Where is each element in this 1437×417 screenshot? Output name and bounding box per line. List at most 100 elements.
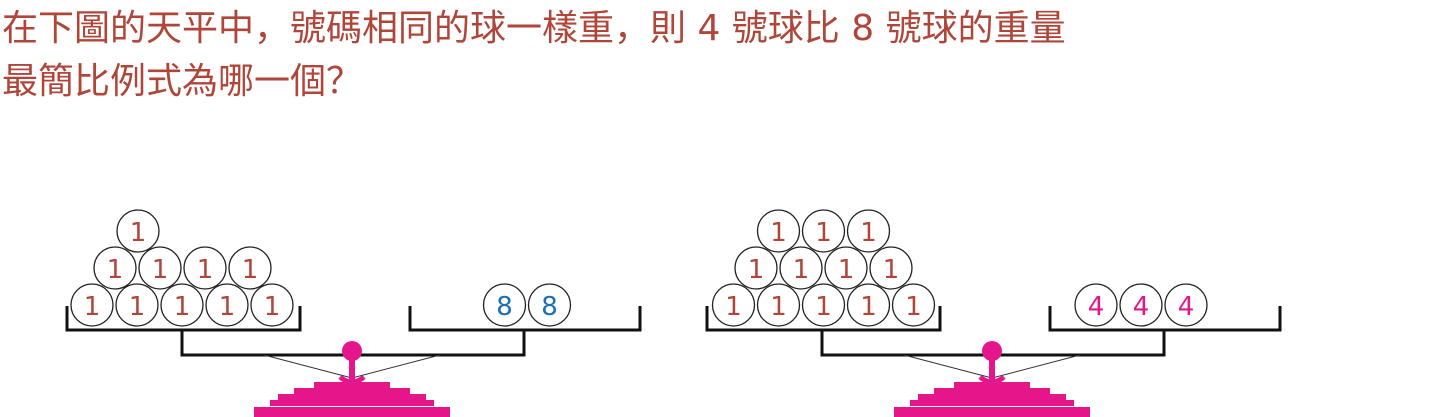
question-line-1: 在下圖的天平中，號碼相同的球一樣重，則 4 號球比 8 號球的重量 bbox=[2, 8, 1066, 49]
ball-circle bbox=[482, 283, 527, 327]
ball-1: 1 bbox=[205, 283, 249, 327]
ball-number: 1 bbox=[152, 255, 169, 285]
pivot-knob bbox=[982, 341, 1002, 361]
ball-circle bbox=[711, 283, 756, 327]
support-string-right bbox=[991, 354, 1081, 379]
ball-1: 1 bbox=[138, 246, 182, 290]
ball-number: 1 bbox=[197, 255, 214, 285]
ball-number: 8 bbox=[496, 292, 513, 322]
ball-1: 1 bbox=[115, 283, 159, 327]
base-step bbox=[894, 407, 1090, 417]
question-line-2: 最簡比例式為哪一個？ bbox=[2, 61, 363, 102]
ball-circle bbox=[779, 246, 823, 290]
ball-number: 1 bbox=[793, 255, 810, 285]
ball-circle bbox=[250, 283, 294, 327]
pivot-pole bbox=[989, 355, 995, 385]
base-step bbox=[910, 400, 1074, 406]
ball-number: 1 bbox=[219, 292, 236, 322]
base-step bbox=[314, 382, 390, 388]
ball-circle bbox=[1074, 283, 1118, 327]
ball-circle bbox=[891, 283, 936, 327]
ball-1: 1 bbox=[93, 246, 137, 290]
ball-4: 4 bbox=[1074, 283, 1118, 327]
ball-1: 1 bbox=[891, 283, 936, 327]
ball-circle bbox=[527, 283, 572, 327]
ball-1: 1 bbox=[734, 246, 778, 290]
ball-circle bbox=[228, 246, 272, 290]
ball-number: 1 bbox=[815, 218, 832, 248]
ball-number: 1 bbox=[725, 292, 742, 322]
question-text: 在下圖的天平中，號碼相同的球一樣重，則 4 號球比 8 號球的重量 最簡比例式為… bbox=[2, 2, 1435, 108]
ball-number: 1 bbox=[860, 292, 877, 322]
pivot-knob bbox=[342, 341, 362, 361]
base-step bbox=[934, 388, 1050, 394]
support-string-right bbox=[351, 354, 441, 379]
ball-number: 1 bbox=[84, 292, 101, 322]
ball-1: 1 bbox=[183, 246, 227, 290]
ball-number: 4 bbox=[1088, 292, 1105, 322]
ball-number: 1 bbox=[748, 255, 765, 285]
support-string-left bbox=[903, 354, 993, 379]
ball-circle bbox=[756, 283, 801, 327]
ball-circle bbox=[115, 283, 159, 327]
ball-number: 1 bbox=[174, 292, 191, 322]
ball-circle bbox=[824, 246, 868, 290]
ball-circle bbox=[734, 246, 778, 290]
ball-number: 1 bbox=[130, 218, 147, 248]
ball-circle bbox=[116, 209, 160, 253]
ball-number: 1 bbox=[770, 292, 787, 322]
ball-circle bbox=[846, 283, 891, 327]
base-step bbox=[278, 394, 426, 400]
ball-1: 1 bbox=[70, 283, 114, 327]
ball-1: 1 bbox=[846, 283, 891, 327]
ball-1: 1 bbox=[869, 246, 913, 290]
ball-number: 1 bbox=[770, 218, 787, 248]
ball-circle bbox=[1164, 283, 1208, 327]
ball-4: 4 bbox=[1119, 283, 1163, 327]
ball-circle bbox=[1119, 283, 1163, 327]
ball-number: 1 bbox=[107, 255, 124, 285]
ball-number: 1 bbox=[242, 255, 259, 285]
ball-number: 1 bbox=[860, 218, 877, 248]
ball-circle bbox=[869, 246, 913, 290]
ball-number: 8 bbox=[541, 292, 558, 322]
ball-circle bbox=[70, 283, 114, 327]
ball-1: 1 bbox=[801, 209, 846, 253]
base-step bbox=[270, 400, 434, 406]
ball-8: 8 bbox=[482, 283, 527, 327]
ball-number: 1 bbox=[883, 255, 900, 285]
ball-1: 1 bbox=[116, 209, 160, 253]
ball-1: 1 bbox=[801, 283, 846, 327]
ball-number: 4 bbox=[1133, 292, 1150, 322]
support-string-left bbox=[263, 354, 353, 379]
ball-number: 1 bbox=[129, 292, 146, 322]
ball-number: 1 bbox=[838, 255, 855, 285]
ball-circle bbox=[93, 246, 137, 290]
ball-number: 1 bbox=[815, 292, 832, 322]
ball-number: 1 bbox=[905, 292, 922, 322]
ball-1: 1 bbox=[711, 283, 756, 327]
pivot-pole bbox=[349, 355, 355, 385]
ball-number: 4 bbox=[1178, 292, 1195, 322]
base-step bbox=[254, 407, 450, 417]
ball-number: 1 bbox=[264, 292, 281, 322]
ball-1: 1 bbox=[756, 209, 801, 253]
base-step bbox=[954, 382, 1030, 388]
ball-1: 1 bbox=[756, 283, 801, 327]
ball-1: 1 bbox=[846, 209, 891, 253]
ball-1: 1 bbox=[228, 246, 272, 290]
ball-circle bbox=[160, 283, 204, 327]
ball-4: 4 bbox=[1164, 283, 1208, 327]
ball-circle bbox=[801, 283, 846, 327]
base-step bbox=[918, 394, 1066, 400]
ball-1: 1 bbox=[250, 283, 294, 327]
ball-1: 1 bbox=[779, 246, 823, 290]
ball-1: 1 bbox=[824, 246, 868, 290]
ball-circle bbox=[183, 246, 227, 290]
ball-circle bbox=[801, 209, 846, 253]
ball-1: 1 bbox=[160, 283, 204, 327]
ball-circle bbox=[756, 209, 801, 253]
